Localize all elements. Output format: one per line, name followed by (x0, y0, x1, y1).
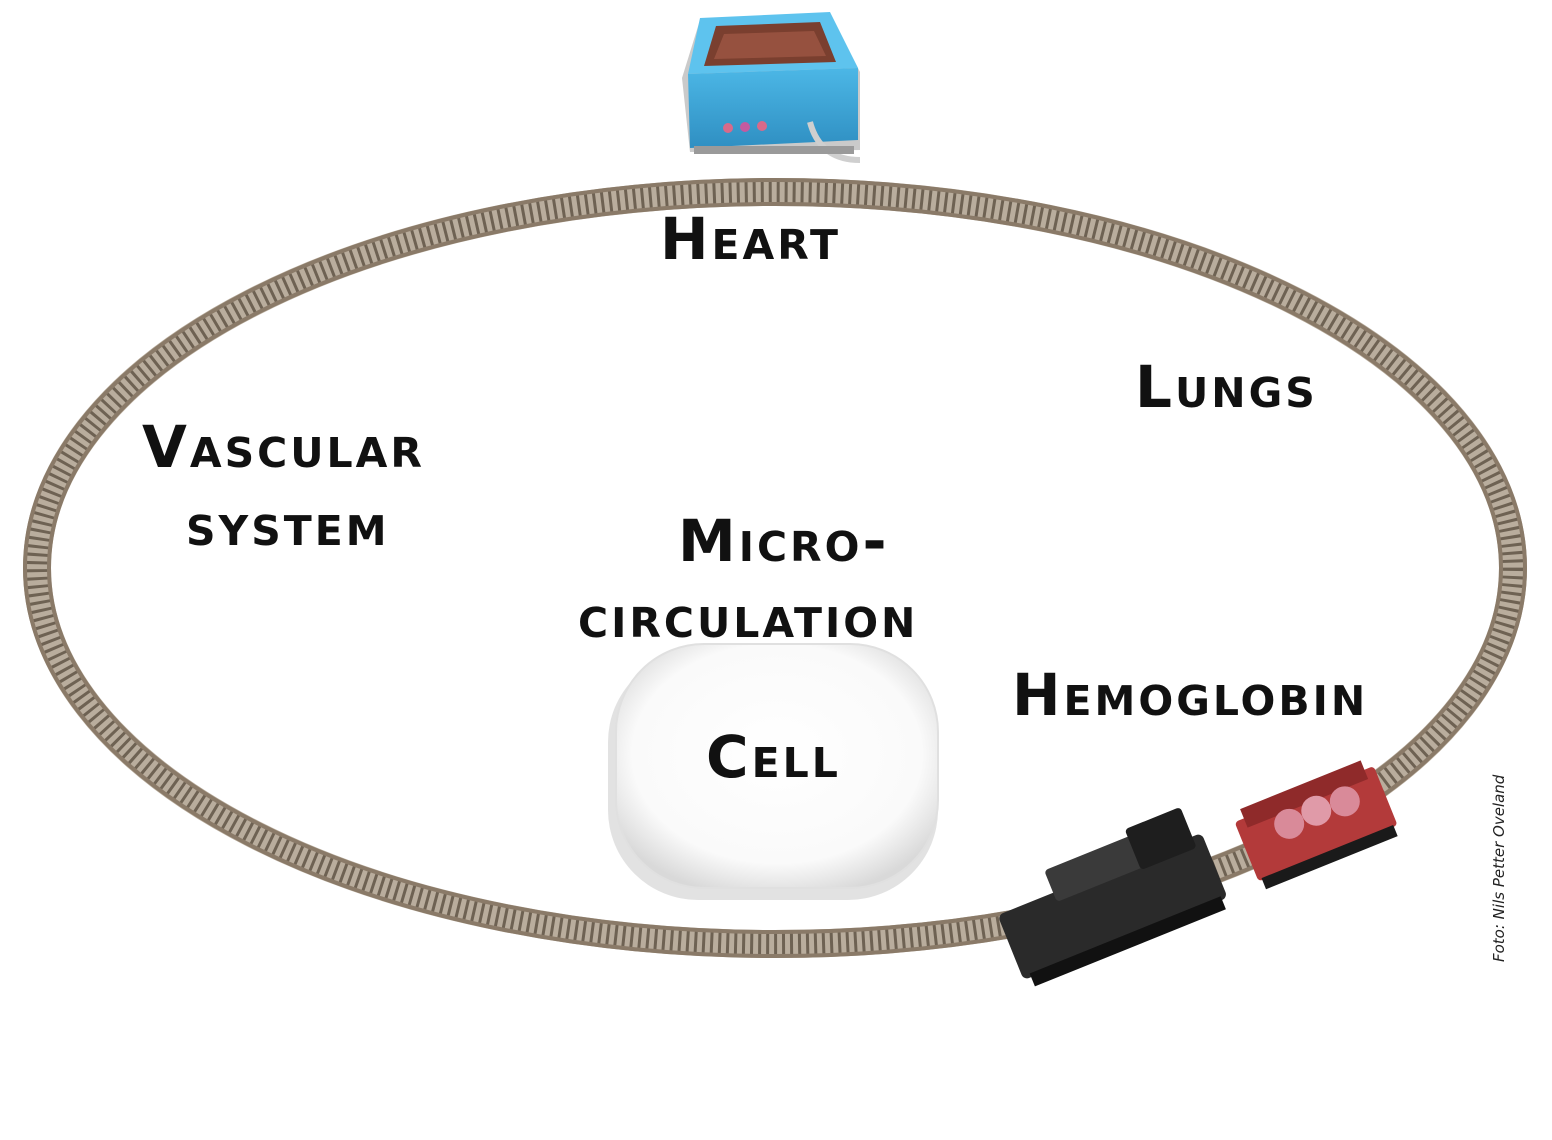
vascular-system-label-line2: system (186, 496, 390, 554)
lungs-label: Lungs (1135, 358, 1318, 416)
hemoglobin-wagon (1231, 757, 1402, 891)
microcirculation-label-line1: Micro- (678, 512, 890, 570)
heart-transformer-box (682, 12, 860, 160)
hemoglobin-label: Hemoglobin (1012, 666, 1368, 724)
train (986, 757, 1402, 990)
cell-label: Cell (706, 728, 841, 786)
photo-credit: Foto: Nils Petter Oveland (1490, 775, 1508, 962)
locomotive (986, 803, 1232, 989)
heart-label: Heart (660, 210, 841, 268)
microcirculation-label-line2: circulation (578, 588, 918, 646)
vascular-system-label-line1: Vascular (142, 418, 425, 476)
